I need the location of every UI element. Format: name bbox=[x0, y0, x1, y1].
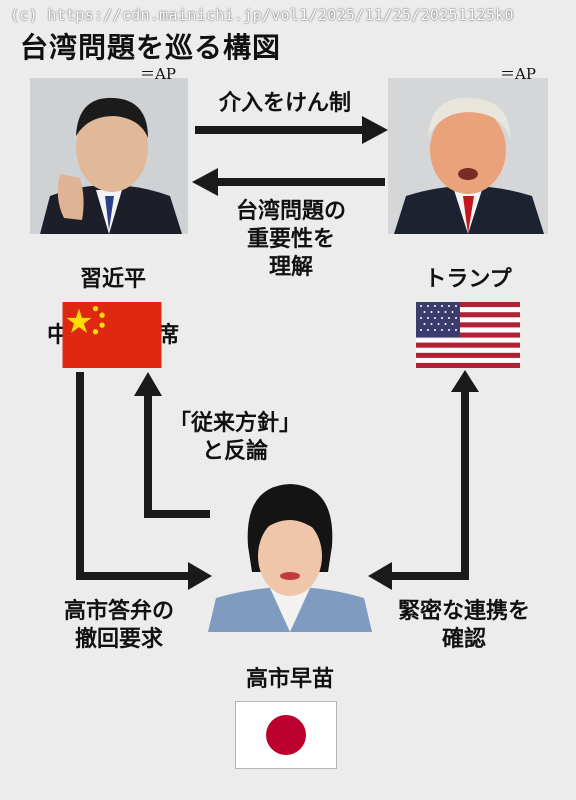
trump-name-line1: トランプ bbox=[424, 267, 512, 292]
arrow-us-to-japan-head bbox=[451, 370, 479, 392]
arrow-japan-to-china-head bbox=[134, 372, 162, 396]
takaichi-photo bbox=[208, 476, 372, 632]
arrow-us-to-japan-line bbox=[392, 392, 469, 580]
relation-china-to-japan: 高市答弁の 撤回要求 bbox=[63, 599, 174, 652]
relation-us-to-china: 介入をけん制 bbox=[218, 91, 351, 116]
arrow-japan-to-china-line bbox=[144, 396, 210, 518]
arrow-china-to-us-head bbox=[192, 168, 218, 196]
xi-photo bbox=[30, 78, 188, 234]
trump-photo bbox=[388, 78, 548, 234]
arrow-us-to-japan-head-left bbox=[368, 562, 392, 590]
relation-japan-to-china: 「従来方針」 と反論 bbox=[168, 411, 301, 464]
relation-china-to-us: 台湾問題の 重要性を 理解 bbox=[235, 199, 346, 280]
xi-name-line1: 習近平 bbox=[79, 267, 146, 292]
us-flag bbox=[416, 302, 520, 368]
japan-flag bbox=[235, 701, 337, 769]
arrow-china-to-japan-head bbox=[188, 562, 212, 590]
xi-photo-credit: ＝AP bbox=[140, 65, 176, 83]
diagram-title: 台湾問題を巡る構図 bbox=[20, 31, 282, 64]
relation-us-to-japan: 緊密な連携を 確認 bbox=[397, 599, 530, 652]
takaichi-name-line1: 高市早苗 bbox=[245, 667, 334, 692]
arrow-us-to-china-head bbox=[362, 116, 388, 144]
china-flag bbox=[62, 302, 162, 368]
watermark-url: (c) https://cdn.mainichi.jp/vol1/2025/11… bbox=[10, 6, 514, 24]
trump-photo-credit: ＝AP bbox=[500, 65, 536, 83]
arrow-china-to-japan-line bbox=[76, 372, 188, 580]
